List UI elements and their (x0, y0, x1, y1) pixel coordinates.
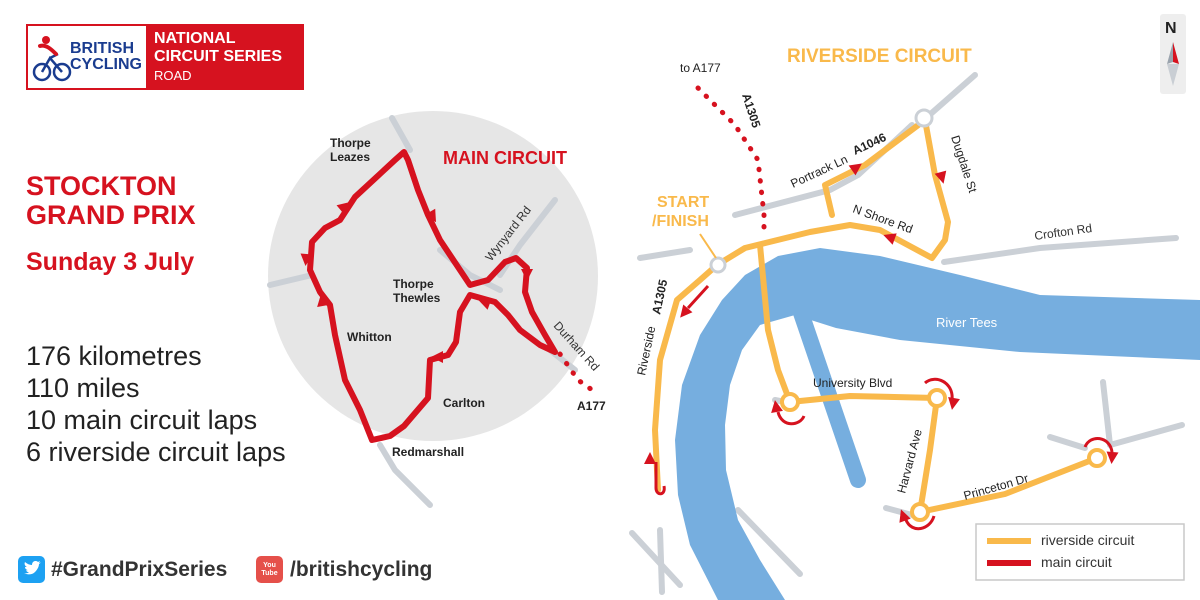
series-panel (146, 26, 302, 88)
youtube-icon[interactable]: You Tube (256, 556, 283, 583)
place-redmarshall: Redmarshall (392, 445, 464, 459)
stat-distance-km: 176 kilometres (26, 341, 202, 371)
main-dotted-link (557, 351, 598, 395)
cyclist-icon (32, 36, 72, 82)
place-thorpe-leazes-2: Leazes (330, 150, 370, 164)
road-dugdale: Dugdale St (948, 134, 980, 195)
road-junction-markers (709, 108, 934, 274)
place-whitton: Whitton (347, 330, 392, 344)
series-line-3: ROAD (154, 68, 192, 83)
place-carlton: Carlton (443, 396, 485, 410)
stat-distance-miles: 110 miles (26, 373, 140, 403)
event-title-line-2: GRAND PRIX (26, 200, 196, 230)
river-channel (792, 302, 866, 488)
twitter-bird-icon[interactable] (18, 556, 45, 583)
hashtag-link[interactable]: #GrandPrixSeries (51, 558, 228, 581)
legend-swatch-riverside (987, 538, 1031, 544)
road-to-a177: to A177 (680, 61, 721, 75)
stat-main-laps: 10 main circuit laps (26, 405, 258, 435)
main-circuit-route (307, 149, 558, 443)
start-pointer (699, 233, 717, 259)
riverside-roundabouts (780, 388, 1107, 522)
youtube-icon-text: You Tube (261, 562, 278, 577)
series-line-2: CIRCUIT SERIES (154, 48, 283, 65)
main-circuit-area (268, 111, 598, 441)
main-circuit-title: MAIN CIRCUIT (443, 148, 567, 168)
compass: N (1160, 14, 1186, 94)
brand-line-1: BRITISH (70, 40, 134, 57)
legend-label-main: main circuit (1041, 554, 1112, 570)
main-circuit-map: MAIN CIRCUIT Thorpe Leazes Thorpe Thewle… (267, 111, 606, 508)
youtube-channel-link[interactable]: /britishcycling (290, 558, 433, 581)
start-label-1: START (657, 194, 709, 211)
road-crofton: Crofton Rd (1033, 221, 1092, 243)
riverside-circuit-map: RIVERSIDE CIRCUIT START /FINISH to A177 … (629, 46, 1200, 600)
riverside-circuit-title: RIVERSIDE CIRCUIT (787, 46, 972, 67)
road-riverside: Riverside (634, 324, 658, 376)
compass-needle-icon (1173, 42, 1179, 64)
main-direction-arrows (300, 202, 533, 363)
riverside-direction-arrows (644, 163, 1119, 531)
brand-line-2: CYCLING (70, 56, 142, 73)
place-thorpe-thewles-2: Thewles (393, 291, 441, 305)
road-a1305-north: A1305 (739, 92, 763, 130)
riverside-circuit-route (652, 117, 1100, 515)
road-university: University Blvd (813, 376, 892, 390)
event-title-line-1: STOCKTON (26, 171, 177, 201)
legend: riverside circuit main circuit (975, 523, 1185, 581)
british-cycling-logo[interactable]: BRITISH CYCLING NATIONAL CIRCUIT SERIES … (26, 24, 304, 90)
river-tees (675, 248, 1200, 600)
legend-label-riverside: riverside circuit (1041, 532, 1134, 548)
road-a1305-south: A1305 (649, 278, 670, 316)
event-date: Sunday 3 July (26, 248, 195, 276)
river-label: River Tees (936, 315, 998, 330)
riverside-dotted-link (695, 85, 767, 237)
road-harvard: Harvard Ave (894, 427, 925, 495)
compass-north-label: N (1165, 20, 1177, 37)
start-label-2: /FINISH (652, 213, 709, 230)
legend-swatch-main (987, 560, 1031, 566)
road-a177: A177 (577, 399, 606, 413)
stat-riverside-laps: 6 riverside circuit laps (26, 437, 286, 467)
place-thorpe-thewles-1: Thorpe (393, 277, 434, 291)
place-thorpe-leazes-1: Thorpe (330, 136, 371, 150)
series-line-1: NATIONAL (154, 30, 236, 47)
